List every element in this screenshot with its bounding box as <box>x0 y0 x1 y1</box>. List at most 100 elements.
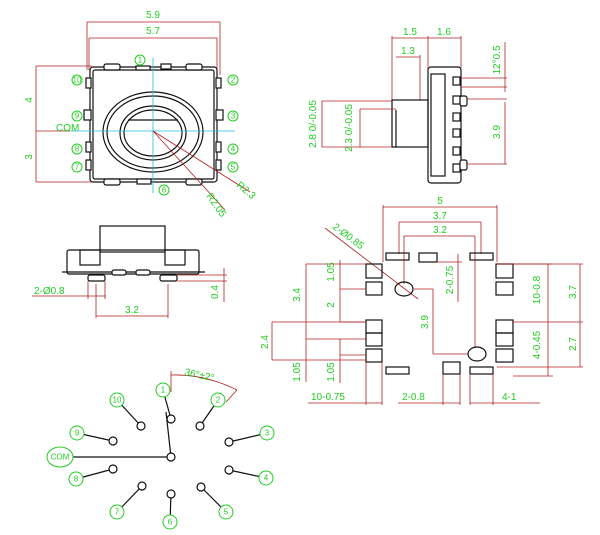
dim-post-dia: 2-Ø0.8 <box>34 286 65 297</box>
pin-marker <box>109 504 125 520</box>
solder-pad <box>495 281 514 296</box>
dim-upper-height: 4 <box>24 97 35 103</box>
pin-marker <box>210 392 226 408</box>
svg-text:4: 4 <box>231 145 236 154</box>
pin-contact <box>166 414 176 424</box>
angle-label: 36°±2° <box>183 367 215 384</box>
body-front <box>66 249 200 275</box>
svg-text:10: 10 <box>73 76 82 85</box>
top-view: 5.9 5.7 4 3 COM R2.3 R2.05 1 2 3 <box>24 10 258 220</box>
switch-body <box>89 66 218 183</box>
dim-top-outer: 3.7 <box>433 211 447 222</box>
pin-contact <box>224 437 234 447</box>
solder-pad <box>469 252 494 261</box>
pin-contact <box>137 481 147 491</box>
schematic-pins: 1 2 3 4 5 6 7 8 9 10 <box>68 382 275 530</box>
mount-hole <box>394 281 414 297</box>
svg-text:7: 7 <box>75 163 80 172</box>
solder-pad <box>418 252 438 263</box>
side-view: 1.5 1.6 1.3 12°0.5 3.9 2.8 0/-0.05 2.3 0… <box>308 27 507 184</box>
pin-contact <box>196 482 206 492</box>
dim-inner-width: 5.7 <box>146 26 160 37</box>
dim-left-gap: 2 <box>326 302 337 308</box>
dim-post-spacing: 3.2 <box>125 305 139 316</box>
pin-contact <box>136 421 146 431</box>
dim-outer-width: 5.9 <box>146 10 160 21</box>
pin-marker <box>68 471 84 487</box>
dim-left-total: 3.4 <box>292 288 303 302</box>
schematic: 36°±2° COM 1 2 3 4 5 6 7 8 9 10 <box>46 367 275 530</box>
svg-text:1: 1 <box>138 56 143 65</box>
pin-contact <box>195 421 205 431</box>
solder-pad <box>495 319 514 334</box>
pin-marker <box>258 470 274 486</box>
svg-text:9: 9 <box>75 112 80 121</box>
pin-contact <box>224 465 234 475</box>
knob-front <box>99 225 166 253</box>
dim-bottom-left: 10-0.75 <box>311 392 345 403</box>
pin-contact <box>108 464 118 474</box>
dim-body-width: 1.6 <box>437 27 451 38</box>
pin-marker <box>69 425 85 441</box>
solder-pad <box>385 252 410 261</box>
dim-overall: 5 <box>437 196 443 207</box>
front-view: 2-Ø0.8 3.2 0.4 <box>32 225 227 318</box>
solder-pad <box>495 348 514 363</box>
dim-right-bottom: 2.7 <box>568 337 579 351</box>
dim-left-pitch-a: 1.05 <box>326 262 337 282</box>
pcb-footprint: 5 3.7 3.2 2-Ø0.85 3.9 2-0.75 3.4 1.05 2 … <box>260 196 583 405</box>
radius-outer: R2.3 <box>234 180 258 202</box>
pin-label: 9 <box>75 429 80 438</box>
svg-text:8: 8 <box>75 145 80 154</box>
dim-left-pitch-c: 1.05 <box>326 362 337 382</box>
pin-label: 5 <box>224 508 229 517</box>
knob-side <box>391 99 429 148</box>
com-contact <box>166 452 176 462</box>
pin-label: 6 <box>168 518 173 527</box>
pin-label: 10 <box>113 396 122 405</box>
pin-label: 1 <box>161 386 166 395</box>
pads <box>365 252 514 375</box>
svg-text:6: 6 <box>162 186 167 195</box>
pin-label: 4 <box>264 474 269 483</box>
mount-hole <box>467 346 487 362</box>
dim-post-height: 0.4 <box>210 285 221 299</box>
dim-bottom-mid: 2-0.8 <box>402 392 425 403</box>
solder-pad <box>365 319 383 334</box>
svg-text:5: 5 <box>231 163 236 172</box>
dim-hole-spacing: 3.2 <box>433 225 447 236</box>
dim-knob-width: 1.5 <box>403 27 417 38</box>
schematic-com-label: COM <box>51 453 70 462</box>
pin-marker <box>109 392 125 408</box>
side-pins <box>452 76 468 173</box>
pin-marker <box>259 425 275 441</box>
dim-top-pad: 2-0.75 <box>445 265 456 294</box>
solder-pad <box>365 263 383 279</box>
pin-number-markers: 1 2 3 4 5 6 7 8 9 10 <box>71 54 239 196</box>
dim-right-lower: 4-0.45 <box>532 330 543 359</box>
pin-label: 3 <box>265 429 270 438</box>
pin-contact <box>108 436 118 446</box>
solder-pad <box>442 361 461 375</box>
radius-inner: R2.05 <box>204 191 229 220</box>
com-label: COM <box>56 123 79 134</box>
mount-post <box>159 274 178 282</box>
solder-pad <box>365 348 383 363</box>
solder-pad <box>365 332 383 347</box>
solder-pad <box>365 281 383 296</box>
dim-knob-inner: 1.3 <box>401 46 415 57</box>
solder-pad <box>495 332 514 347</box>
pin-label: 8 <box>74 475 79 484</box>
pin-contact <box>166 489 176 499</box>
mount-post <box>87 274 106 282</box>
svg-text:3: 3 <box>231 112 236 121</box>
svg-text:2: 2 <box>231 76 236 85</box>
pin-marker <box>218 504 234 520</box>
pin-label: 7 <box>115 508 120 517</box>
dim-hole-vertical: 3.9 <box>420 315 431 329</box>
dim-bottom-right: 4-1 <box>502 392 517 403</box>
pin-label: 2 <box>216 396 221 405</box>
dim-knob-inner-height: 2.3 0/-0.05 <box>344 104 355 152</box>
dim-lower-height: 3 <box>24 154 35 160</box>
